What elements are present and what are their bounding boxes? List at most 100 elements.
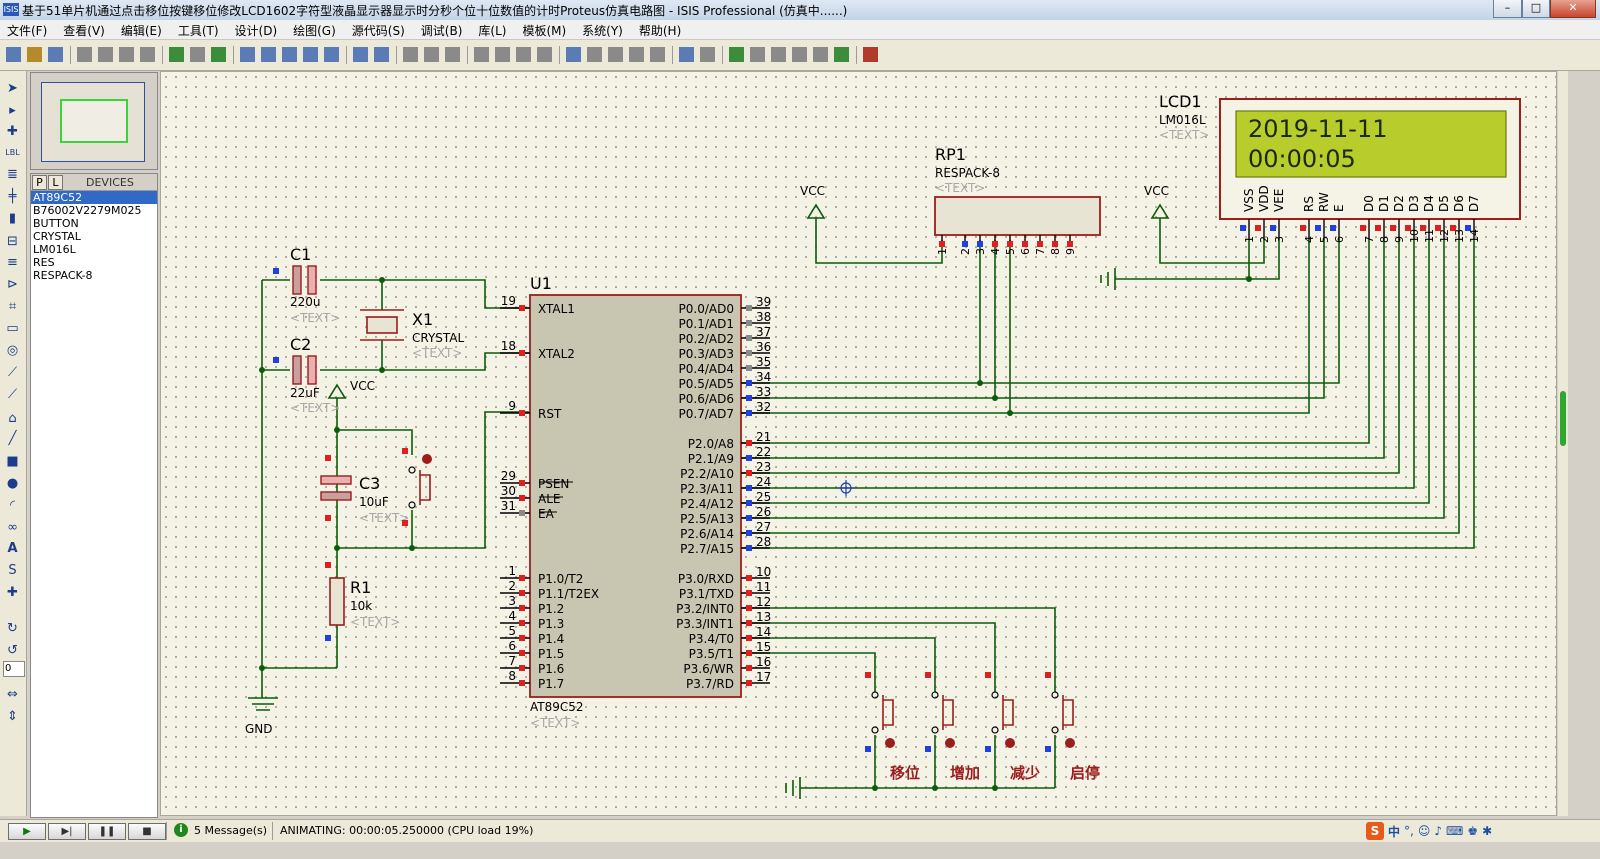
- rotation-angle-input[interactable]: 0: [3, 661, 25, 677]
- pins-icon[interactable]: ≡: [7, 255, 18, 270]
- vertical-scrollbar[interactable]: [1558, 71, 1568, 816]
- block-move-icon[interactable]: [495, 47, 510, 62]
- device-list-item[interactable]: AT89C52: [31, 191, 157, 204]
- menu-item[interactable]: 帮助(H): [638, 24, 682, 38]
- component-mode-icon[interactable]: ▸: [9, 103, 16, 118]
- push-button-2[interactable]: 增加: [925, 672, 980, 782]
- netlist-to-ares-icon[interactable]: [863, 47, 878, 62]
- import-icon[interactable]: [77, 47, 92, 62]
- overview-viewport[interactable]: [41, 82, 145, 162]
- mirror-horizontal-icon[interactable]: ⇔: [7, 687, 18, 702]
- pan-icon[interactable]: [240, 47, 255, 62]
- info-icon[interactable]: i: [174, 823, 188, 837]
- selection-mode-icon[interactable]: ➤: [7, 81, 18, 96]
- stop-icon[interactable]: ■: [128, 823, 166, 840]
- block-rotate-icon[interactable]: [516, 47, 531, 62]
- emoji-icon[interactable]: ☺: [1417, 824, 1431, 838]
- path-icon[interactable]: ∞: [7, 520, 18, 535]
- tape-recorder-icon[interactable]: ⌗: [8, 299, 17, 314]
- play-icon[interactable]: ▶: [8, 823, 46, 840]
- menu-item[interactable]: 库(L): [478, 24, 507, 38]
- microphone-icon[interactable]: ♪: [1434, 824, 1443, 838]
- close-icon[interactable]: ✕: [1550, 0, 1596, 18]
- zoom-in-icon[interactable]: [261, 47, 276, 62]
- block-copy-icon[interactable]: [474, 47, 489, 62]
- paste-icon[interactable]: [445, 47, 460, 62]
- schematic-svg[interactable]: VCC VCC VCC GND C1 220u <TEXT> C2 22uF <…: [161, 72, 1556, 815]
- make-device-icon[interactable]: [587, 47, 602, 62]
- device-list-item[interactable]: LM016L: [33, 243, 76, 256]
- junction-dot-icon[interactable]: ✚: [7, 124, 18, 139]
- remove-sheet-icon[interactable]: [750, 47, 765, 62]
- open-icon[interactable]: [27, 47, 42, 62]
- button-actuator-icon[interactable]: [1065, 738, 1075, 748]
- menu-item[interactable]: 绘图(G): [293, 24, 336, 38]
- search-icon[interactable]: [679, 47, 694, 62]
- property-tool-icon[interactable]: [700, 47, 715, 62]
- punctuation-icon[interactable]: °,: [1404, 824, 1414, 838]
- arc-icon[interactable]: ◜: [9, 498, 16, 513]
- capacitor-c2[interactable]: C2 22uF <TEXT>: [273, 335, 340, 415]
- button-actuator-icon[interactable]: [945, 738, 955, 748]
- tools-icon[interactable]: ✱: [1482, 824, 1493, 838]
- voltage-probe-icon[interactable]: ◎: [6, 343, 19, 358]
- menu-item[interactable]: 文件(F): [7, 24, 48, 38]
- zoom-area-icon[interactable]: [324, 47, 339, 62]
- origin-icon[interactable]: [211, 47, 226, 62]
- save-icon[interactable]: [48, 47, 63, 62]
- wire-autorouter-icon[interactable]: [650, 47, 665, 62]
- line-icon[interactable]: ╱: [8, 431, 17, 446]
- current-probe-icon[interactable]: ⟋: [7, 365, 18, 380]
- undo-icon[interactable]: [353, 47, 368, 62]
- skin-icon[interactable]: ♚: [1467, 824, 1479, 838]
- keyboard-icon[interactable]: ⌨: [1446, 824, 1464, 838]
- menu-item[interactable]: 模板(M): [522, 24, 567, 38]
- redo-icon[interactable]: [374, 47, 389, 62]
- marker-icon[interactable]: ✚: [7, 585, 18, 600]
- device-list-item[interactable]: RES: [33, 256, 55, 269]
- text-icon[interactable]: A: [7, 541, 18, 556]
- resistor-r1[interactable]: R1 10k <TEXT>: [325, 562, 400, 641]
- electrical-check-icon[interactable]: [834, 47, 849, 62]
- graph-icon[interactable]: ⊳: [7, 277, 18, 292]
- device-list-item[interactable]: RESPACK-8: [33, 269, 93, 282]
- button-actuator-icon[interactable]: [885, 738, 895, 748]
- capacitor-c1[interactable]: C1 220u <TEXT>: [273, 245, 340, 325]
- print-icon[interactable]: [119, 47, 134, 62]
- zoom-all-icon[interactable]: [303, 47, 318, 62]
- print-area-icon[interactable]: [140, 47, 155, 62]
- virtual-instrument-icon[interactable]: ⟋: [7, 387, 18, 402]
- menu-item[interactable]: 查看(V): [63, 24, 105, 38]
- menu-item[interactable]: 编辑(E): [120, 24, 162, 38]
- terminals-icon[interactable]: ⊟: [7, 234, 18, 249]
- rotate-cw-icon[interactable]: ↻: [7, 621, 18, 636]
- menu-item[interactable]: 源代码(S): [351, 24, 405, 38]
- bill-of-materials-icon[interactable]: [813, 47, 828, 62]
- menu-item[interactable]: 工具(T): [177, 24, 219, 38]
- scroll-thumb[interactable]: [1560, 391, 1566, 446]
- wire-label-icon[interactable]: LBL: [5, 148, 20, 157]
- sogou-ime-icon[interactable]: S: [1366, 822, 1384, 840]
- copy-icon[interactable]: [424, 47, 439, 62]
- exit-to-parent-icon[interactable]: [792, 47, 807, 62]
- device-list-item[interactable]: BUTTON: [33, 217, 79, 230]
- block-delete-icon[interactable]: [537, 47, 552, 62]
- capacitor-c3[interactable]: C3 10uF <TEXT>: [320, 455, 409, 525]
- library-manager-button[interactable]: L: [48, 175, 63, 190]
- microcontroller-u1[interactable]: U1 AT89C52 <TEXT> 19XTAL118XTAL29RST29PS…: [500, 274, 771, 730]
- device-list-item[interactable]: CRYSTAL: [33, 230, 81, 243]
- box-icon[interactable]: ■: [6, 454, 19, 469]
- overview-window[interactable]: [30, 72, 158, 170]
- goto-sheet-icon[interactable]: [771, 47, 786, 62]
- menu-item[interactable]: 设计(D): [234, 24, 278, 38]
- instrument-icon[interactable]: ⌂: [8, 411, 17, 426]
- buses-icon[interactable]: ╪: [8, 189, 17, 204]
- grid-icon[interactable]: [190, 47, 205, 62]
- mirror-vertical-icon[interactable]: ⇕: [7, 709, 18, 724]
- pause-icon[interactable]: ❚❚: [88, 823, 126, 840]
- message-count[interactable]: 5 Message(s): [194, 824, 268, 837]
- ime-mode[interactable]: 中: [1388, 824, 1401, 839]
- symbol-icon[interactable]: S: [8, 563, 17, 578]
- subcircuit-icon[interactable]: ▮: [8, 211, 17, 226]
